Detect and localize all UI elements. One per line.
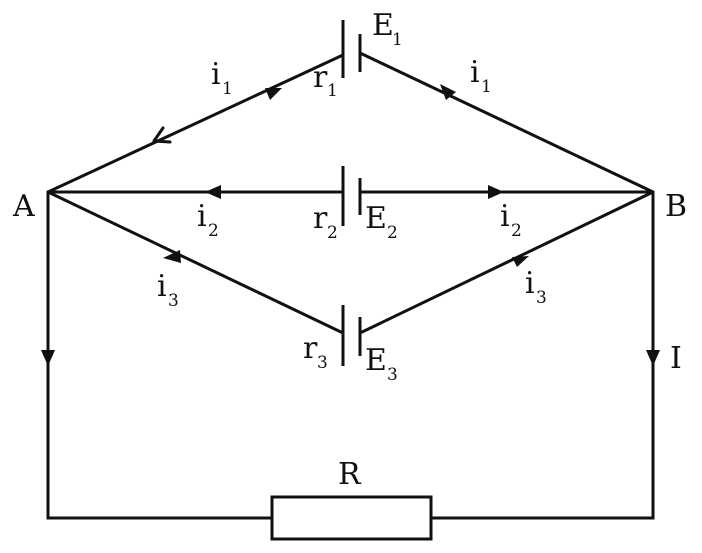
arrow-i3-right [512, 256, 529, 267]
wire-resistor-to-b [429, 190, 655, 520]
branch-e1 [46, 20, 655, 194]
i1-left-label: i [211, 57, 221, 92]
wire-a-e3 [46, 190, 345, 335]
e2-label-sub: 2 [387, 223, 398, 243]
i2-right-label-sub: 2 [511, 221, 522, 241]
arrow-i1-right [440, 84, 456, 100]
r1-label: r [313, 60, 328, 95]
wire-a-to-resistor [46, 190, 274, 520]
wire-e1-b [358, 51, 655, 194]
node-b-label: B [665, 189, 687, 224]
i2-right-label: i [500, 199, 510, 234]
arrow-open-down-left [152, 126, 172, 144]
current-i-label: I [670, 341, 682, 376]
arrow-left-down [41, 350, 55, 366]
node-a-label: A [12, 189, 35, 224]
e3-label: E [365, 343, 387, 378]
branch-e3 [46, 190, 655, 366]
resistor-label: R [338, 457, 362, 492]
arrow-i2-right [488, 185, 504, 199]
r3-label: r [303, 331, 318, 366]
i1-right-label-sub: 1 [481, 77, 492, 97]
i3-right-label: i [525, 266, 535, 301]
i2-left-label: i [197, 199, 207, 234]
e2-label: E [365, 201, 387, 236]
arrow-i1-left [265, 88, 282, 100]
arrow-right-down [646, 350, 660, 366]
r1-label-sub: 1 [327, 81, 338, 101]
r2-label-sub: 2 [327, 223, 338, 243]
branch-e2 [46, 166, 655, 226]
arrow-i3-left [163, 250, 181, 263]
i3-left-label-sub: 3 [168, 291, 179, 311]
e1-label: E [372, 8, 394, 43]
wire-e3-b [358, 190, 655, 335]
e3-label-sub: 3 [387, 365, 398, 385]
resistor [270, 495, 433, 541]
i1-right-label: i [470, 55, 480, 90]
arrow-i2-left [205, 185, 221, 199]
e1-label-sub: 1 [392, 30, 403, 50]
wire-a-e1 [46, 53, 345, 194]
i2-left-label-sub: 2 [208, 221, 219, 241]
r3-label-sub: 3 [317, 353, 328, 373]
i3-left-label: i [157, 269, 167, 304]
r2-label: r [313, 201, 328, 236]
i3-right-label-sub: 3 [536, 288, 547, 308]
i1-left-label-sub: 1 [222, 79, 233, 99]
outer-loop [41, 190, 660, 541]
